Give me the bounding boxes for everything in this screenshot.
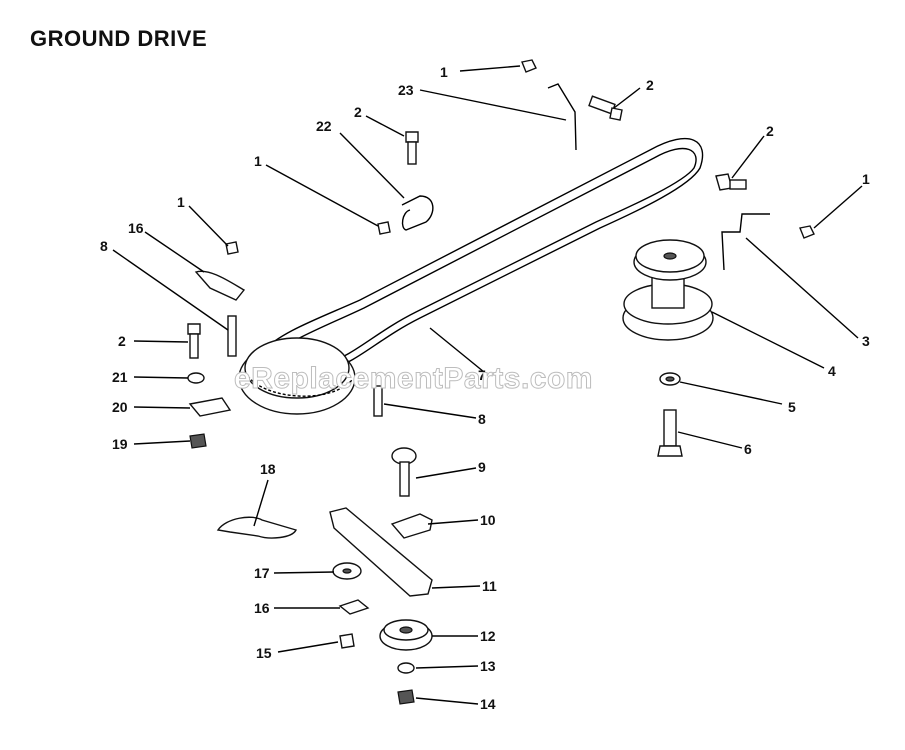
axle-pulley (238, 337, 356, 415)
callout-c8a: 8 (100, 238, 108, 254)
callout-c1c: 1 (862, 171, 870, 187)
callout-c22: 22 (316, 118, 332, 134)
bolt-2-top (588, 95, 623, 121)
watermark: eReplacementParts.com (234, 362, 594, 396)
callout-c9: 9 (478, 459, 486, 475)
nut-1-guide (377, 221, 391, 235)
stud-8-right (373, 385, 383, 417)
stud-8-left (227, 315, 237, 357)
callout-c23: 23 (398, 82, 414, 98)
callout-c1a: 1 (440, 64, 448, 80)
nut-15 (339, 633, 355, 649)
idler-pulley-12 (379, 619, 433, 651)
belt-guide-22 (401, 195, 434, 231)
callout-c3: 3 (862, 333, 870, 349)
bracket-10 (390, 513, 433, 539)
nut-1-right (799, 225, 815, 239)
callout-c20: 20 (112, 399, 128, 415)
callout-c7: 7 (478, 367, 486, 383)
engine-pulley (622, 239, 714, 341)
callout-c2a: 2 (646, 77, 654, 93)
callout-c16b: 16 (254, 600, 270, 616)
drive-belt (261, 138, 704, 371)
callout-c5: 5 (788, 399, 796, 415)
nut-1-top (521, 59, 537, 73)
bolt-2-guide (405, 131, 419, 165)
callout-c21: 21 (112, 369, 128, 385)
callout-c6: 6 (744, 441, 752, 457)
nut-1-left (225, 241, 239, 255)
guide-16-top (194, 270, 246, 301)
guide-16-bottom (338, 599, 370, 615)
washer-5-hole (665, 376, 675, 382)
callout-c14: 14 (480, 696, 496, 712)
nut-14 (397, 689, 415, 705)
idler-arm-11 (329, 507, 433, 597)
bracket-20 (188, 397, 232, 417)
diagram-title: GROUND DRIVE (30, 26, 208, 51)
callout-c1d: 1 (177, 194, 185, 210)
callout-labels: 1 2 23 2 22 1 2 1 1 16 8 3 2 7 4 21 5 20… (100, 64, 870, 712)
callout-c16a: 16 (128, 220, 144, 236)
callout-c1b: 1 (254, 153, 262, 169)
leader-lines (112, 65, 863, 705)
callout-c18: 18 (260, 461, 276, 477)
bolt-9 (391, 447, 417, 497)
callout-c11: 11 (482, 578, 497, 594)
callout-c2b: 2 (354, 104, 362, 120)
callout-c10: 10 (480, 512, 496, 528)
callout-c8b: 8 (478, 411, 486, 427)
callout-c2d: 2 (118, 333, 126, 349)
callout-c2c: 2 (766, 123, 774, 139)
callout-c12: 12 (480, 628, 496, 644)
belt-guide-23 (547, 83, 577, 151)
nut-19 (189, 433, 207, 449)
spacer-17-hole (342, 568, 352, 574)
callout-c4: 4 (828, 363, 836, 379)
spring-bracket-18 (216, 516, 298, 539)
bolt-2-right (715, 173, 747, 191)
belt-guide-3 (721, 213, 770, 271)
bolt-6 (657, 409, 683, 457)
bolt-2-left (187, 323, 201, 359)
washer-13 (397, 662, 415, 674)
callout-c15: 15 (256, 645, 272, 661)
washer-21 (187, 372, 205, 384)
callout-c17: 17 (254, 565, 270, 581)
callout-c13: 13 (480, 658, 496, 674)
callout-c19: 19 (112, 436, 128, 452)
